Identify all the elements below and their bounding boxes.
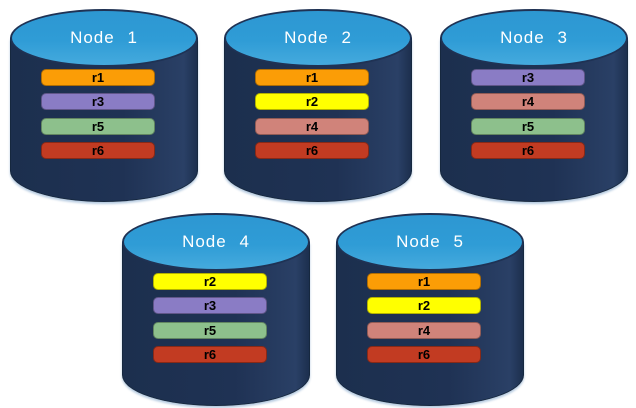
replica-list: r1 r2 r4 r6 xyxy=(336,213,524,406)
replica-bar-r6: r6 xyxy=(153,346,267,363)
cylinder-top-ellipse: Node 2 xyxy=(224,9,412,67)
replica-bar-r5: r5 xyxy=(471,118,585,135)
replica-bar-r5: r5 xyxy=(41,118,155,135)
replica-bar-r3: r3 xyxy=(153,297,267,314)
node-label: Node 3 xyxy=(500,28,568,47)
db-node-1: Node 1 r1 r3 r5 r6 xyxy=(10,9,198,202)
replica-bar-r6: r6 xyxy=(471,142,585,159)
replica-list: r1 r2 r4 r6 xyxy=(224,9,412,202)
replica-bar-r3: r3 xyxy=(471,69,585,86)
replica-bar-r4: r4 xyxy=(367,322,481,339)
node-label: Node 5 xyxy=(396,232,464,251)
replica-list: r3 r4 r5 r6 xyxy=(440,9,628,202)
replica-bar-r4: r4 xyxy=(471,93,585,110)
replica-list: r2 r3 r5 r6 xyxy=(122,213,310,406)
node-label: Node 2 xyxy=(284,28,352,47)
db-node-3: Node 3 r3 r4 r5 r6 xyxy=(440,9,628,202)
node-label: Node 1 xyxy=(70,28,138,47)
replica-bar-r3: r3 xyxy=(41,93,155,110)
cylinder-top-ellipse: Node 3 xyxy=(440,9,628,67)
cylinder-top-ellipse: Node 4 xyxy=(122,213,310,271)
replica-bar-r2: r2 xyxy=(367,297,481,314)
db-node-4: Node 4 r2 r3 r5 r6 xyxy=(122,213,310,406)
replica-list: r1 r3 r5 r6 xyxy=(10,9,198,202)
replica-bar-r6: r6 xyxy=(367,346,481,363)
node-label: Node 4 xyxy=(182,232,250,251)
replica-bar-r1: r1 xyxy=(367,273,481,290)
replica-bar-r1: r1 xyxy=(255,69,369,86)
cylinder-top-ellipse: Node 5 xyxy=(336,213,524,271)
db-node-5: Node 5 r1 r2 r4 r6 xyxy=(336,213,524,406)
replica-bar-r5: r5 xyxy=(153,322,267,339)
replica-bar-r2: r2 xyxy=(255,93,369,110)
replica-bar-r4: r4 xyxy=(255,118,369,135)
db-node-2: Node 2 r1 r2 r4 r6 xyxy=(224,9,412,202)
replica-bar-r2: r2 xyxy=(153,273,267,290)
replica-bar-r6: r6 xyxy=(255,142,369,159)
replica-bar-r1: r1 xyxy=(41,69,155,86)
cylinder-top-ellipse: Node 1 xyxy=(10,9,198,67)
replica-bar-r6: r6 xyxy=(41,142,155,159)
